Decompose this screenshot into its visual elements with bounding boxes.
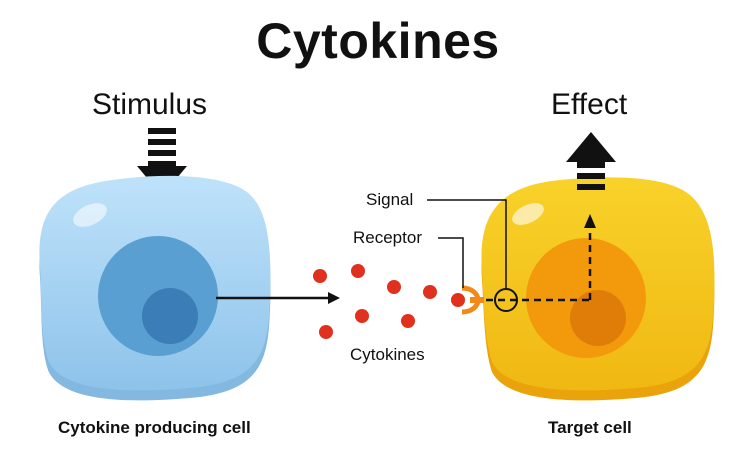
cytokine-particle [351, 264, 365, 278]
effect-arrow-icon [566, 132, 616, 190]
target-cell-label: Target cell [548, 418, 632, 437]
target-cell [481, 177, 715, 401]
cytokines-label: Cytokines [350, 345, 425, 364]
cytokine-particle [313, 269, 327, 283]
stimulus-label: Stimulus [92, 88, 208, 121]
release-arrow-icon [216, 292, 340, 304]
producing-cell [39, 175, 271, 401]
receptor-leader-line [438, 237, 464, 288]
producing-cell-label: Cytokine producing cell [58, 418, 251, 437]
diagram-title: Cytokines [256, 13, 500, 69]
cytokine-particle [401, 314, 415, 328]
cytokine-particle [355, 309, 369, 323]
receptor-icon [451, 285, 484, 315]
cytokine-particles [313, 264, 437, 339]
signal-path [486, 214, 596, 312]
signal-label: Signal [366, 190, 414, 209]
cytokine-particle [319, 325, 333, 339]
effect-label: Effect [551, 88, 628, 121]
producing-cell-nucleolus [142, 288, 198, 344]
cytokine-particle [423, 285, 437, 299]
receptor-label: Receptor [353, 228, 422, 247]
cytokine-particle [387, 280, 401, 294]
signal-marker-circle [494, 288, 518, 312]
signal-leader-line [427, 199, 507, 290]
target-cell-nucleolus [570, 290, 626, 346]
